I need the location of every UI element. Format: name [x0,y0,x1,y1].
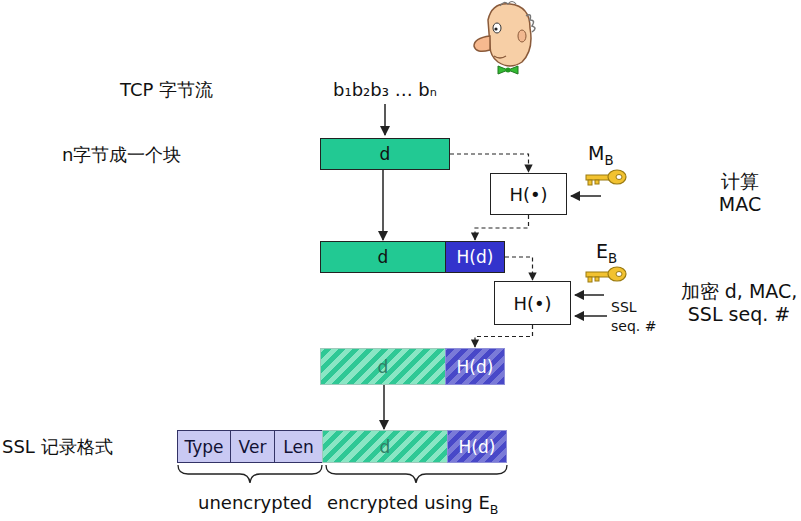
seq-arrow [575,315,607,317]
mac-block: H(d) [445,241,505,273]
hash-box: H(•) [494,281,571,325]
hash-box: H(•) [490,173,567,215]
header-field: Ver [230,430,275,463]
header-field: Len [274,430,323,463]
byte-sequence: b₁b₂b₃ … bₙ [333,79,437,101]
arrow-connector [382,170,384,240]
brace-label: encrypted using EB [327,492,499,517]
step-note: 加密 d, MAC, SSL seq. # [680,280,798,326]
box-text: d [378,357,389,377]
key-label: EB [596,240,617,267]
box-text: H(d) [457,247,494,267]
key-label: MB [588,142,614,169]
box-text: H(•) [509,184,547,205]
seq-label: SSL seq. # [611,298,663,336]
stream-arrow [384,104,386,135]
block-label: n字节成一个块 [62,144,181,166]
brace [178,465,322,483]
data-block: d [320,241,446,273]
key-arrow [575,294,604,296]
key-icon [586,170,626,185]
box-text: H(d) [457,357,494,377]
box-text: Ver [239,437,267,457]
key-arrow [571,195,601,197]
brace-label: unencrypted [198,492,312,514]
box-text: d [380,144,391,164]
data-block: d [320,138,450,170]
box-text: d [380,437,391,457]
box-text: Type [184,437,223,457]
format-label: SSL 记录格式 [2,436,113,458]
stream-label: TCP 字节流 [120,79,213,101]
dashed-connector [450,154,529,172]
key-icon [586,267,626,282]
step-note: 计算 MAC [708,170,772,216]
box-text: H(•) [513,293,551,314]
encrypted-data-block: d [322,430,448,463]
arrow-connector [383,385,385,429]
encrypted-data-block: d [320,348,446,385]
encrypted-mac-block: H(d) [447,430,507,463]
encrypted-mac-block: H(d) [445,348,505,385]
box-text: H(d) [459,437,496,457]
cartoon-head [474,2,535,75]
dashed-connector [475,325,533,347]
box-text: Len [283,437,313,457]
brace [326,465,507,483]
header-field: Type [177,430,231,463]
dashed-connector [475,215,529,240]
box-text: d [378,247,389,267]
dashed-connector [505,257,533,280]
